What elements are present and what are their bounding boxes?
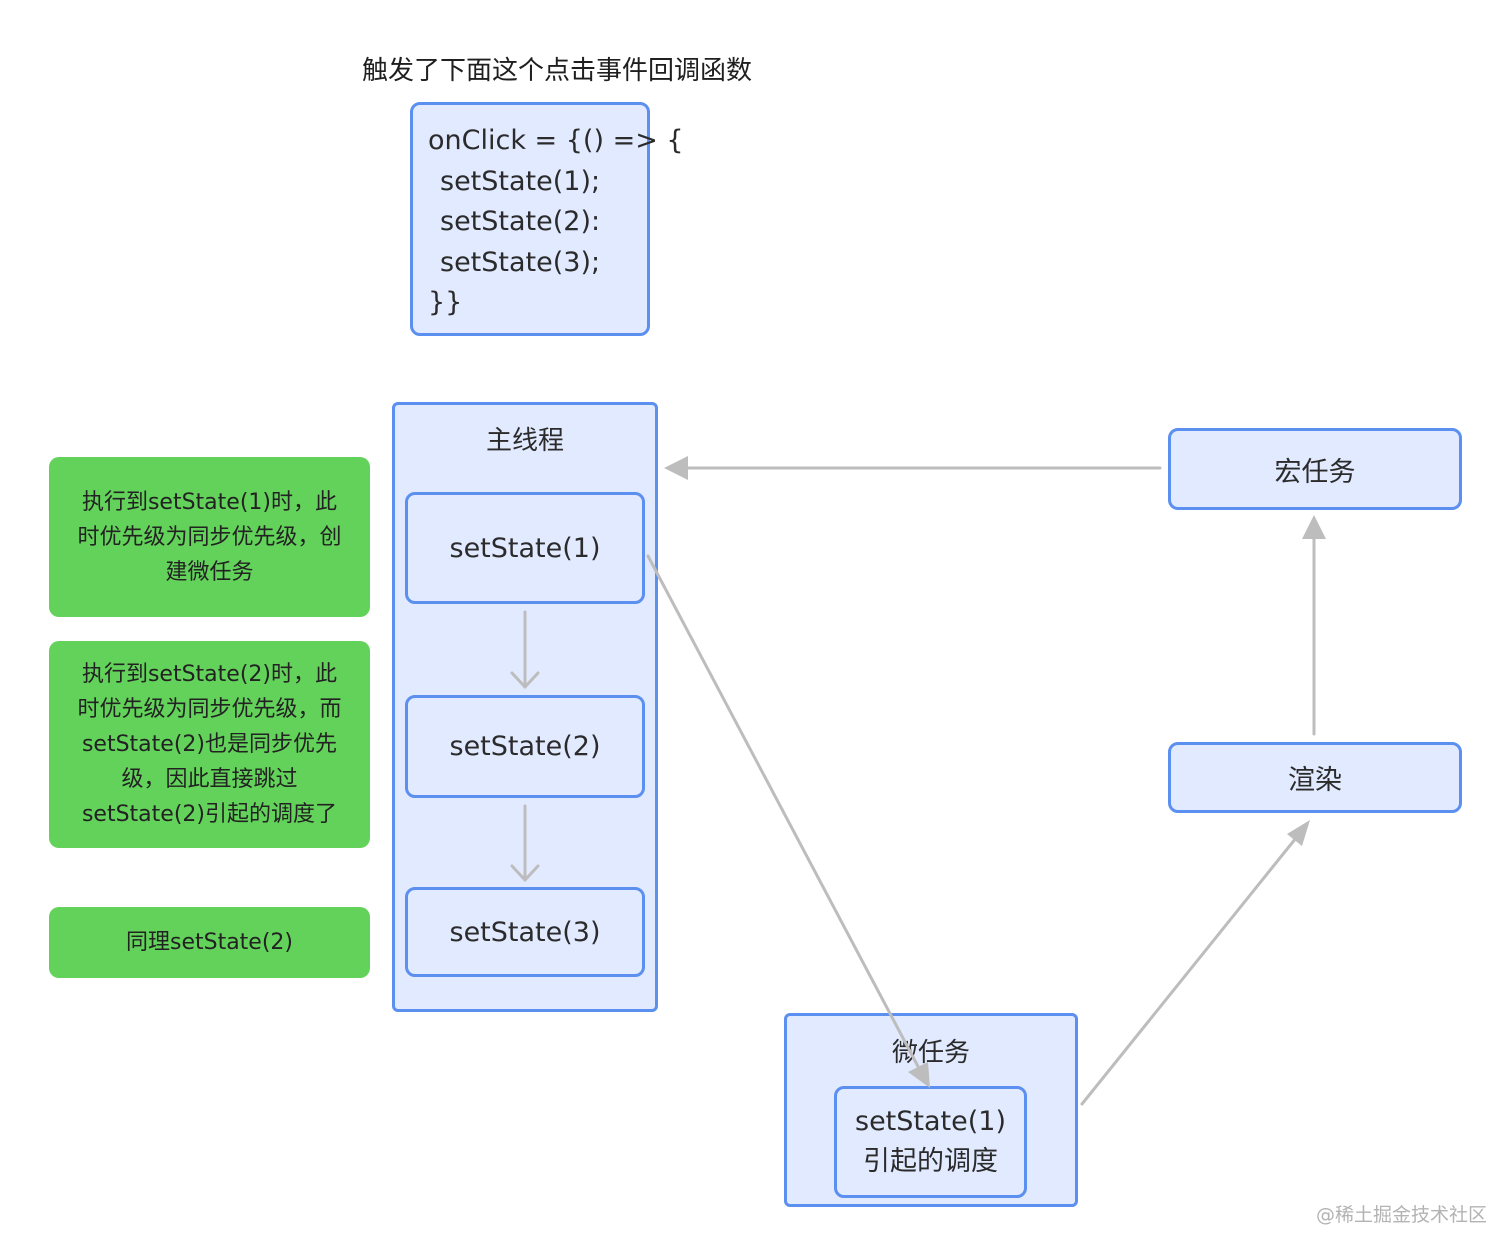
- macro-task-box: 宏任务: [1168, 428, 1462, 510]
- micro-task-title: 微任务: [891, 1038, 970, 1068]
- note-line: 执行到setState(1)时，此: [81, 489, 337, 515]
- code-line: }}: [428, 287, 463, 318]
- render-label: 渲染: [1288, 765, 1342, 796]
- macro-task-label: 宏任务: [1274, 456, 1356, 488]
- main-step-setstate-3: setState(3): [405, 887, 645, 977]
- arrow-step1-to-microtask: [646, 554, 924, 1076]
- note-setstate-1: 执行到setState(1)时，此 时优先级为同步优先级，创 建微任务: [49, 457, 370, 617]
- code-line: onClick = {() => {: [428, 125, 684, 156]
- arrow-microtask-to-render-head: [1287, 820, 1310, 846]
- code-snippet-box: onClick = {() => { setState(1); setState…: [410, 102, 684, 336]
- micro-task-item: setState(1) 引起的调度: [834, 1086, 1027, 1198]
- code-line: setState(2):: [440, 206, 601, 237]
- main-step-label: setState(2): [449, 731, 601, 762]
- note-setstate-2: 执行到setState(2)时，此 时优先级为同步优先级，而 setState(…: [49, 641, 370, 848]
- micro-task-line: 引起的调度: [863, 1146, 998, 1177]
- arrow-microtask-to-render: [1080, 836, 1298, 1106]
- note-line: setState(2)也是同步优先: [81, 732, 337, 757]
- code-line: setState(3);: [440, 246, 601, 278]
- render-box: 渲染: [1168, 742, 1462, 813]
- watermark: @稀土掘金技术社区: [1316, 1204, 1488, 1226]
- note-line: 建微任务: [165, 559, 254, 585]
- code-line: setState(1);: [440, 165, 601, 197]
- note-line: setState(2)引起的调度了: [81, 802, 337, 827]
- main-step-label: setState(1): [449, 532, 601, 564]
- note-line: 时优先级为同步优先级，而: [77, 697, 342, 722]
- note-line: 级，因此直接跳过: [121, 767, 298, 792]
- note-line: 时优先级为同步优先级，创: [77, 524, 342, 550]
- note-setstate-3: 同理setState(2): [49, 907, 370, 978]
- main-step-label: setState(3): [449, 916, 601, 948]
- note-line: 同理setState(2): [125, 930, 294, 955]
- main-step-setstate-1: setState(1): [405, 492, 645, 604]
- note-line: 执行到setState(2)时，此: [81, 662, 337, 687]
- micro-task-line: setState(1): [855, 1106, 1006, 1137]
- arrow-macrotask-to-main-head: [664, 456, 688, 480]
- arrow-render-to-macrotask-head: [1302, 515, 1326, 539]
- main-step-setstate-2: setState(2): [405, 695, 645, 798]
- main-thread-title: 主线程: [485, 426, 564, 456]
- diagram-heading: 触发了下面这个点击事件回调函数: [362, 56, 753, 86]
